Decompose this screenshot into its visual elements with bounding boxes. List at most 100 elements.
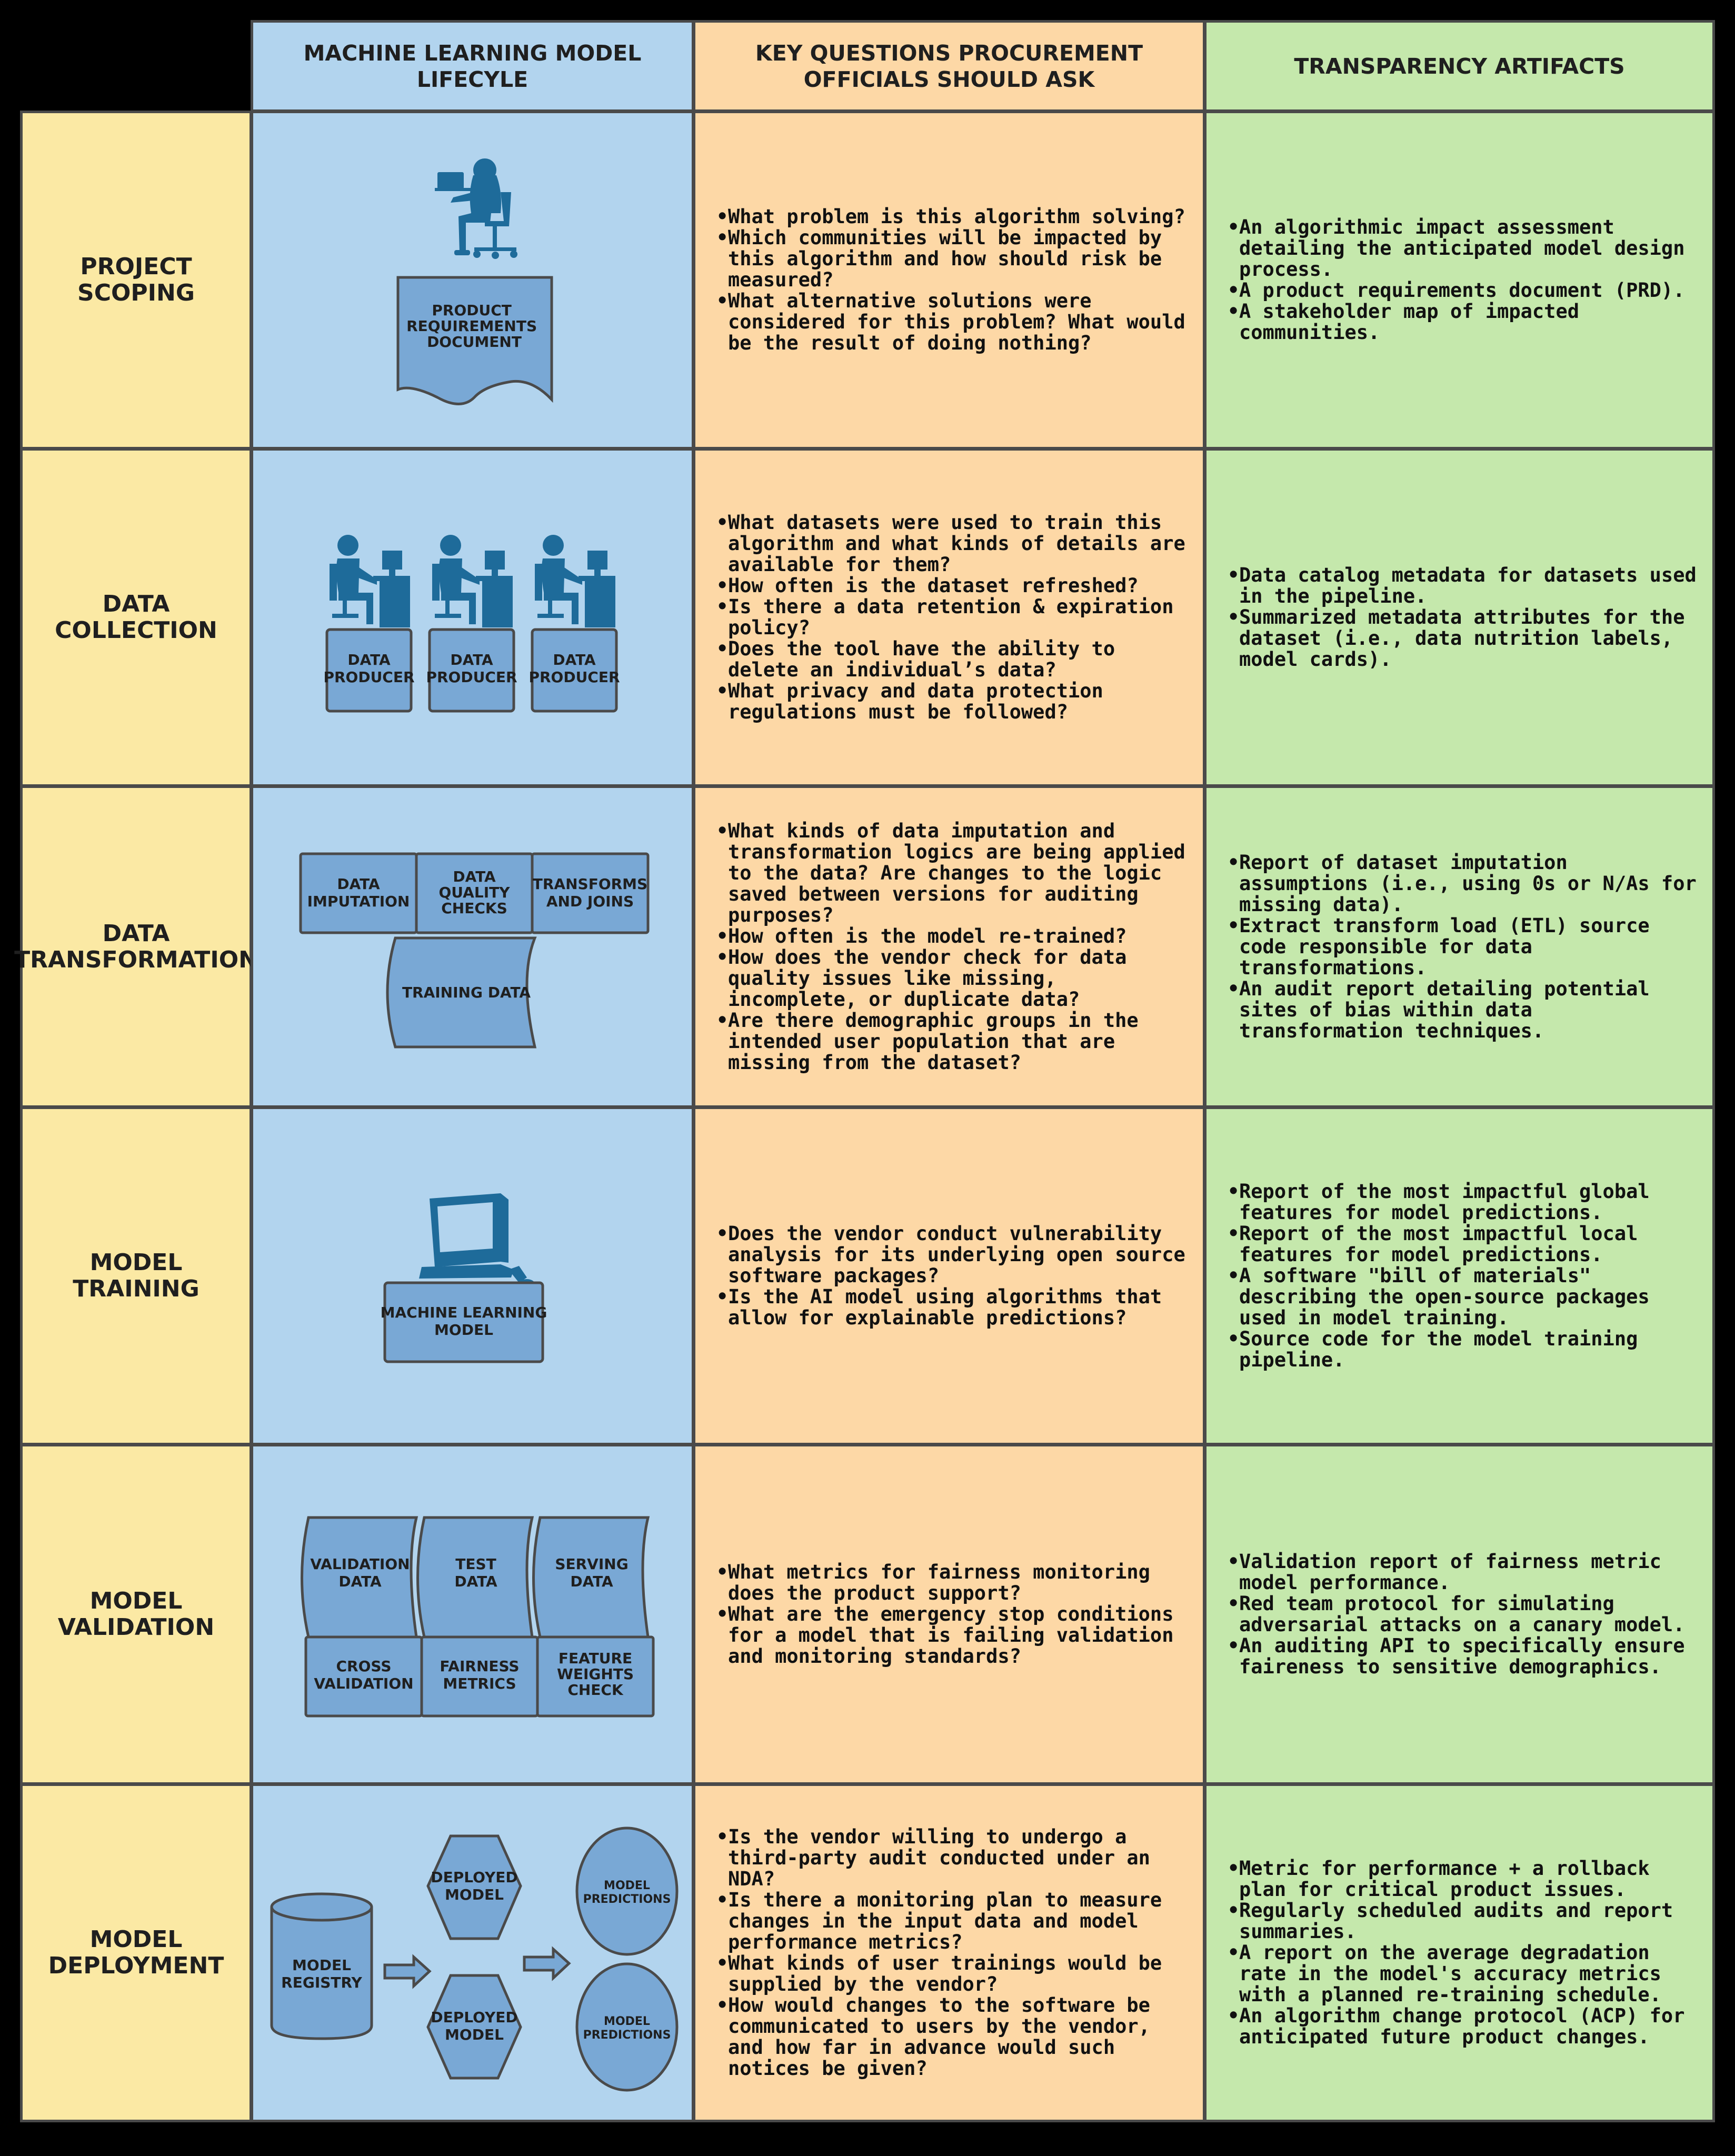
question-item: How would changes to the software be com… bbox=[716, 1995, 1187, 2079]
artifact-item: Data catalog metadata for datasets used … bbox=[1228, 565, 1697, 607]
question-item: Is the vendor willing to undergo a third… bbox=[716, 1826, 1187, 1890]
questions-data-collection: What datasets were used to train this al… bbox=[693, 448, 1205, 787]
stage-data-collection: DATA COLLECTION bbox=[20, 448, 252, 787]
worker-icon bbox=[330, 535, 410, 627]
computer-icon bbox=[419, 1193, 539, 1294]
stage-label: MODEL DEPLOYMENT bbox=[48, 1926, 224, 1979]
question-item: Is there a monitoring plan to measure ch… bbox=[716, 1890, 1187, 1953]
header-lifecycle-label: MACHINE LEARNING MODEL LIFECYLE bbox=[303, 40, 642, 92]
artifacts-model-training: Report of the most impactful global feat… bbox=[1204, 1106, 1715, 1445]
artifact-item: Summarized metadata attributes for the d… bbox=[1228, 607, 1697, 670]
header-artifacts-label: TRANSPARENCY ARTIFACTS bbox=[1294, 53, 1625, 79]
artifact-item: Red team protocol for simulating adversa… bbox=[1228, 1593, 1697, 1635]
artifact-item: A stakeholder map of impacted communitie… bbox=[1228, 301, 1697, 343]
artifacts-list: Metric for performance + a rollback plan… bbox=[1228, 1858, 1697, 2048]
artifact-item: Regularly scheduled audits and report su… bbox=[1228, 1900, 1697, 1942]
person-laptop-icon bbox=[435, 158, 517, 259]
worker-icon bbox=[432, 535, 513, 627]
artifacts-model-deployment: Metric for performance + a rollback plan… bbox=[1204, 1783, 1715, 2122]
stage-project-scoping: PROJECT SCOPING bbox=[20, 111, 252, 450]
stage-label: MODEL VALIDATION bbox=[57, 1588, 215, 1641]
arrow-right-icon bbox=[523, 1946, 571, 1981]
artifact-item: A report on the average degradation rate… bbox=[1228, 1942, 1697, 2005]
question-item: How does the vendor check for data quali… bbox=[716, 946, 1187, 1010]
training-data-label: TRAINING DATA bbox=[402, 984, 531, 1001]
artifact-item: Report of the most impactful local featu… bbox=[1228, 1223, 1697, 1265]
question-item: What problem is this algorithm solving? bbox=[716, 206, 1187, 228]
question-item: How often is the model re-trained? bbox=[716, 925, 1187, 947]
artifact-item: An algorithmic impact assessment detaili… bbox=[1228, 217, 1697, 280]
stage-model-training: MODEL TRAINING bbox=[20, 1106, 252, 1445]
question-item: What privacy and data protection regulat… bbox=[716, 681, 1187, 723]
question-item: What metrics for fairness monitoring doe… bbox=[716, 1562, 1187, 1604]
artifacts-model-validation: Validation report of fairness metric mod… bbox=[1204, 1444, 1715, 1785]
question-item: Does the tool have the ability to delete… bbox=[716, 638, 1187, 681]
header-artifacts: TRANSPARENCY ARTIFACTS bbox=[1204, 20, 1715, 112]
artifact-item: Report of the most impactful global feat… bbox=[1228, 1181, 1697, 1223]
artifacts-list: Report of the most impactful global feat… bbox=[1228, 1181, 1697, 1371]
training-data-shape: TRAINING DATA bbox=[386, 936, 537, 1049]
worker-icon bbox=[535, 535, 615, 627]
artifact-item: An audit report detailing potential site… bbox=[1228, 978, 1697, 1042]
artifacts-list: Data catalog metadata for datasets used … bbox=[1228, 565, 1697, 670]
stage-label: DATA TRANSFORMATION bbox=[14, 920, 258, 973]
header-questions: KEY QUESTIONS PROCUREMENT OFFICIALS SHOU… bbox=[693, 20, 1205, 112]
lifecycle-diagram-project-scoping: PRODUCT REQUIREMENTS DOCUMENT bbox=[251, 111, 694, 450]
artifact-item: An algorithm change protocol (ACP) for a… bbox=[1228, 2005, 1697, 2048]
header-questions-label: KEY QUESTIONS PROCUREMENT OFFICIALS SHOU… bbox=[755, 40, 1143, 92]
artifacts-data-collection: Data catalog metadata for datasets used … bbox=[1204, 448, 1715, 787]
artifacts-list: An algorithmic impact assessment detaili… bbox=[1228, 217, 1697, 343]
product-requirements-document-shape: PRODUCT REQUIREMENTS DOCUMENT bbox=[396, 276, 553, 405]
stage-data-transformation: DATA TRANSFORMATION bbox=[14, 785, 258, 1108]
question-item: What kinds of data imputation and transf… bbox=[716, 820, 1187, 926]
artifact-item: Validation report of fairness metric mod… bbox=[1228, 1551, 1697, 1593]
artifact-item: An auditing API to specifically ensure f… bbox=[1228, 1635, 1697, 1678]
stage-label: PROJECT SCOPING bbox=[77, 253, 195, 306]
artifacts-data-transformation: Report of dataset imputation assumptions… bbox=[1204, 785, 1715, 1108]
artifact-item: Source code for the model training pipel… bbox=[1228, 1329, 1697, 1371]
question-item: Does the vendor conduct vulnerability an… bbox=[716, 1223, 1187, 1286]
scoping-diagram: PRODUCT REQUIREMENTS DOCUMENT bbox=[396, 158, 553, 405]
header-lifecycle: MACHINE LEARNING MODEL LIFECYLE bbox=[251, 20, 694, 112]
doc-label: PRODUCT REQUIREMENTS DOCUMENT bbox=[406, 302, 542, 351]
questions-model-training: Does the vendor conduct vulnerability an… bbox=[693, 1106, 1205, 1445]
question-item: Is the AI model using algorithms that al… bbox=[716, 1286, 1187, 1329]
questions-list: What metrics for fairness monitoring doe… bbox=[716, 1562, 1187, 1667]
stage-model-deployment: MODEL DEPLOYMENT bbox=[20, 1783, 252, 2122]
question-item: Is there a data retention & expiration p… bbox=[716, 596, 1187, 638]
question-item: What kinds of user trainings would be su… bbox=[716, 1953, 1187, 1995]
artifact-item: Report of dataset imputation assumptions… bbox=[1228, 852, 1697, 915]
question-item: What are the emergency stop conditions f… bbox=[716, 1604, 1187, 1667]
artifacts-project-scoping: An algorithmic impact assessment detaili… bbox=[1204, 111, 1715, 450]
questions-data-transformation: What kinds of data imputation and transf… bbox=[693, 785, 1205, 1108]
